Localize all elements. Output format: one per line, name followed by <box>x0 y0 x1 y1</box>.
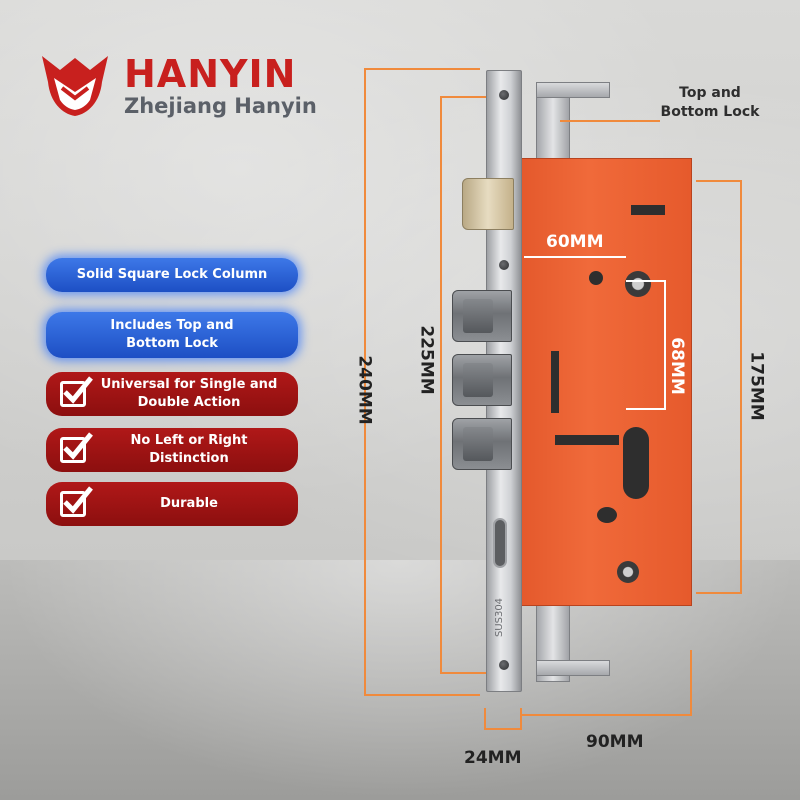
feature-label: Universal for Single and Double Action <box>100 377 278 410</box>
latch-bolt <box>462 178 514 230</box>
brand-name: HANYIN <box>124 52 297 96</box>
dim-line-90 <box>520 650 692 716</box>
dim-label-24: 24MM <box>464 748 522 768</box>
feature-label: Durable <box>160 496 218 511</box>
dim-line-24 <box>484 708 522 730</box>
dim-label-68: 68MM <box>666 337 687 395</box>
square-bolt <box>452 418 512 470</box>
feature-label: Solid Square Lock Column <box>76 267 268 282</box>
dim-line-68 <box>626 280 666 410</box>
dim-label-60: 60MM <box>546 232 604 252</box>
brand-subtitle: Zhejiang Hanyin <box>124 94 317 118</box>
square-bolt <box>452 354 512 406</box>
top-bottom-lock-callout: Top and Bottom Lock <box>660 85 760 120</box>
feature-pill-no-left-right: No Left or Right Distinction <box>46 428 298 472</box>
spindle-hole-icon <box>625 271 651 297</box>
bottom-spindle-hole-icon <box>617 561 639 583</box>
feature-pill-solid-column: Solid Square Lock Column <box>46 258 298 292</box>
square-bolt <box>452 290 512 342</box>
dim-line-175 <box>696 180 742 594</box>
checkbox-icon <box>60 376 93 407</box>
dim-line-225 <box>440 96 486 674</box>
slot <box>555 435 619 445</box>
checkbox-icon <box>60 486 93 517</box>
screw-icon <box>499 660 509 670</box>
feature-label: No Left or Right Distinction <box>130 433 248 466</box>
dim-label-175: 175MM <box>746 351 767 421</box>
screw-icon <box>499 90 509 100</box>
dim-label-90: 90MM <box>586 732 644 752</box>
dim-line-60 <box>524 256 626 258</box>
feature-pill-durable: Durable <box>46 482 298 526</box>
top-lock-hook <box>536 82 610 98</box>
feature-pill-top-bottom-lock: Includes Top and Bottom Lock <box>46 312 298 358</box>
dim-label-240: 240MM <box>354 355 375 425</box>
cylinder-hole <box>623 427 649 499</box>
plate-marking: SUS304 <box>494 597 506 638</box>
slot <box>551 351 559 413</box>
hanyin-logo-icon <box>42 56 108 116</box>
bottom-lock-hook <box>536 660 610 676</box>
screw-hole <box>589 271 603 285</box>
checkbox-icon <box>60 432 93 463</box>
feature-pill-universal: Universal for Single and Double Action <box>46 372 298 416</box>
round-hole <box>597 507 617 523</box>
callout-line <box>560 120 660 122</box>
top-slot <box>631 205 665 215</box>
feature-label: Includes Top and Bottom Lock <box>110 318 234 351</box>
dim-label-225: 225MM <box>416 325 437 395</box>
faceplate-slot <box>493 518 507 568</box>
dim-line-240 <box>364 68 480 696</box>
screw-icon <box>499 260 509 270</box>
